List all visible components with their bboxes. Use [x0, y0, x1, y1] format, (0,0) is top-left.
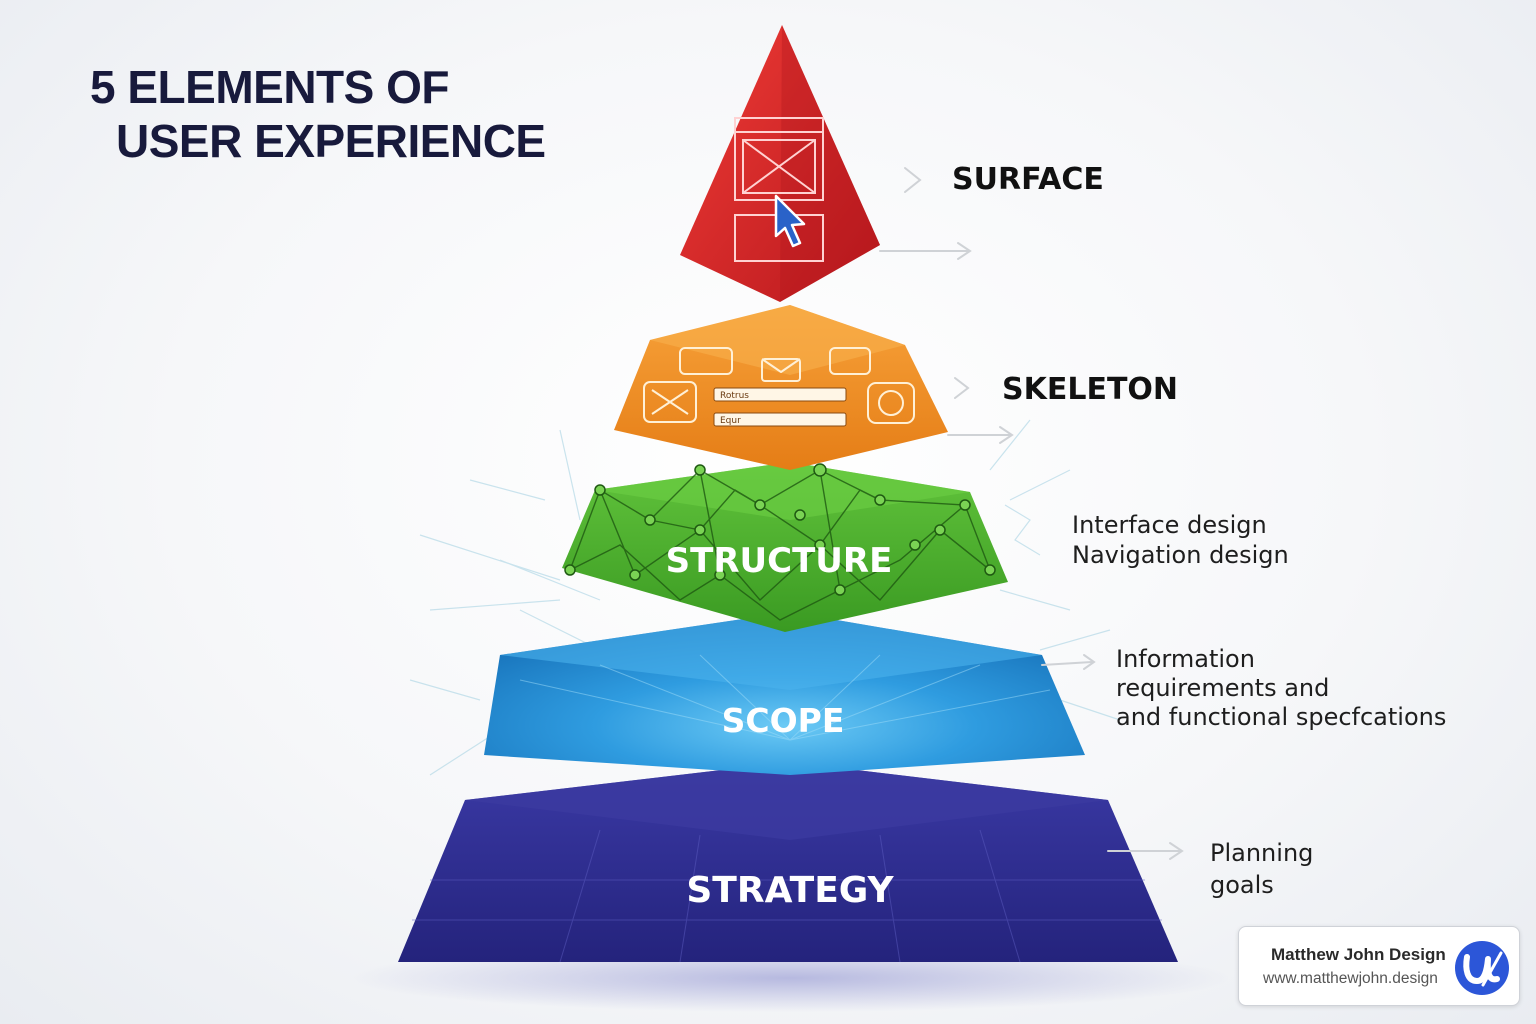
wireframe-mail-icon: [761, 358, 801, 382]
wireframe-image-icon: [643, 381, 697, 423]
layer-skeleton: Rotrus Equr: [614, 305, 948, 470]
structure-desc-line-1: Interface design: [1072, 511, 1267, 539]
scope-desc-line-3: and functional specfcations: [1116, 703, 1447, 731]
skeleton-chevron-icon: [954, 377, 970, 399]
connector-arrows: [879, 167, 1184, 860]
scope-desc-line-2: requirements and: [1116, 674, 1330, 702]
strategy-description: Planning goals: [1210, 837, 1313, 901]
wireframe-input-2: [713, 412, 847, 427]
brand-card[interactable]: Matthew John Design www.matthewjohn.desi…: [1238, 926, 1520, 1006]
cursor-icon: [774, 194, 806, 248]
skeleton-side-label: SKELETON: [1002, 372, 1179, 407]
wireframe-input-1-text: Rotrus: [720, 391, 749, 401]
layer-scope: SCOPE: [484, 612, 1085, 775]
structure-desc-line-2: Navigation design: [1072, 541, 1289, 569]
title-line-1: 5 ELEMENTS OF: [90, 61, 449, 113]
wireframe-media-block: [829, 347, 871, 375]
matthew-john-logo-icon: [1455, 941, 1509, 995]
layer-surface: [680, 25, 880, 302]
strategy-desc-line-1: Planning: [1210, 839, 1314, 867]
structure-description: Interface design Navigation design: [1072, 510, 1289, 570]
title-line-2: USER EXPERIENCE: [116, 115, 546, 167]
scope-description: Information requirements and and functio…: [1116, 645, 1446, 732]
surface-side-label: SURFACE: [952, 162, 1104, 197]
structure-label: STRUCTURE: [666, 541, 893, 581]
wireframe-button-icon: [867, 382, 915, 424]
strategy-label: STRATEGY: [686, 870, 894, 911]
brand-name: Matthew John Design: [1271, 945, 1446, 964]
surface-chevron-icon: [904, 167, 922, 193]
scope-label: SCOPE: [722, 701, 845, 740]
scope-desc-line-1: Information: [1116, 645, 1255, 673]
brand-url[interactable]: www.matthewjohn.design: [1263, 970, 1438, 987]
strategy-desc-line-2: goals: [1210, 871, 1274, 899]
page-title: 5 ELEMENTS OF USER EXPERIENCE: [90, 60, 546, 168]
wireframe-input-2-text: Equr: [720, 416, 741, 426]
layer-structure: STRUCTURE: [562, 462, 1008, 632]
wireframe-input-1: [713, 387, 847, 402]
wireframe-logo-block: [679, 347, 733, 375]
layer-strategy: STRATEGY: [398, 762, 1178, 963]
